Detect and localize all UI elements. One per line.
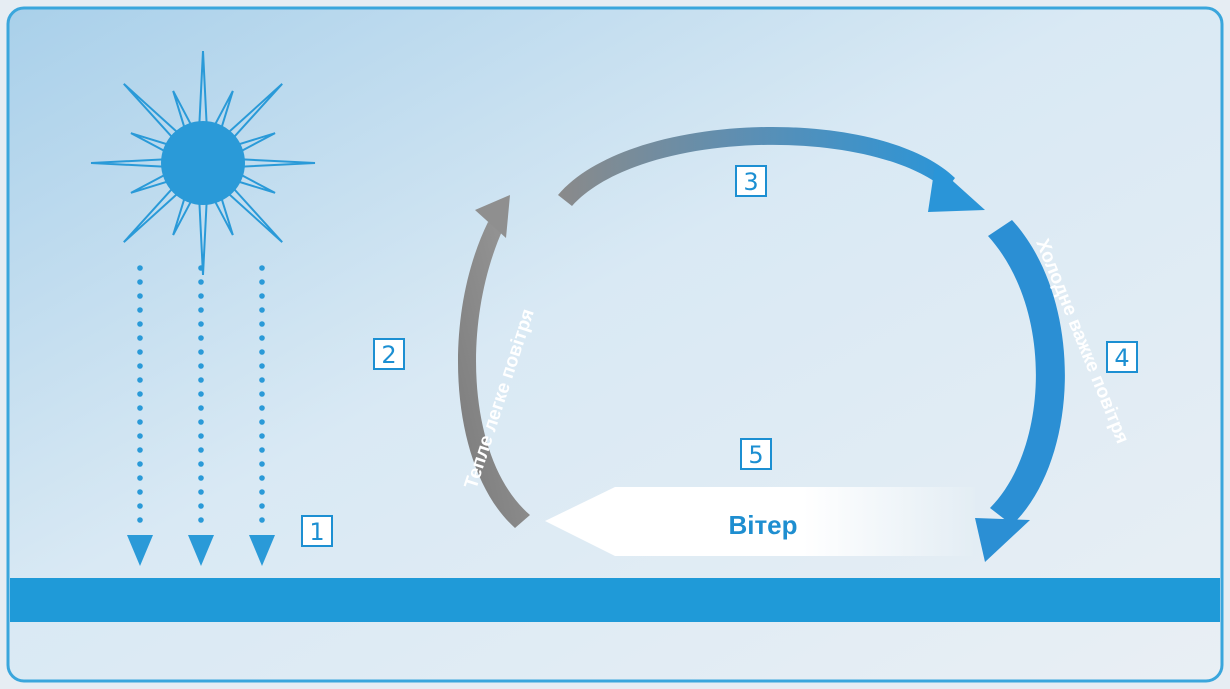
warm-air-arrow [457,195,530,528]
ray-dot [259,475,265,481]
ray-dot [259,433,265,439]
ray-dot [137,447,143,453]
ray-dot [137,503,143,509]
ray-dot [259,335,265,341]
ray-dot [137,293,143,299]
ray-dot [137,517,143,523]
step-label-1: 1 [301,515,333,547]
ray-dot [198,363,204,369]
ray-dot [198,419,204,425]
svg-text:4: 4 [1114,344,1129,372]
top-arc-arrow [558,126,985,212]
ray-dot [137,363,143,369]
ray-dot [137,321,143,327]
ray-dot [137,377,143,383]
ray-dot [259,321,265,327]
ray-dot [259,461,265,467]
ray-dot [137,307,143,313]
ray-dot [259,419,265,425]
ray-dot [198,475,204,481]
wind-label: Вітер [728,510,797,540]
ray-dot [259,489,265,495]
svg-text:3: 3 [743,168,758,196]
ray-dot [198,293,204,299]
ray-dot [137,489,143,495]
ray-dot [137,433,143,439]
wind-arrow-icon [545,487,975,556]
ray-dot [198,349,204,355]
ray-dot [198,503,204,509]
step-label-2: 2 [373,338,405,370]
ray-dot [259,279,265,285]
svg-text:2: 2 [381,341,396,369]
sun-ray-arrows [127,265,275,566]
ray-dot [137,279,143,285]
ray-dot [198,377,204,383]
ray-dot [137,265,143,271]
ray-dot [137,461,143,467]
ray-dot [259,503,265,509]
ray-dot [259,349,265,355]
ray-dot [137,405,143,411]
ray-dot [198,279,204,285]
ray-dot [137,349,143,355]
ray-dot [137,419,143,425]
ray-dot [259,363,265,369]
ray-dot [198,321,204,327]
svg-text:5: 5 [748,441,763,469]
sun-icon [90,50,316,276]
ray-dot [259,391,265,397]
ray-dot [198,489,204,495]
ray-dot [137,391,143,397]
sun-ray-arrow-icon [188,535,214,566]
step-label-4: 4 [1106,341,1138,373]
step-label-5: 5 [740,438,772,470]
ray-dot [198,391,204,397]
ray-dot [198,447,204,453]
ray-dot [259,405,265,411]
sun-core [161,121,245,205]
step-label-3: 3 [735,165,767,197]
ray-dot [259,447,265,453]
ray-dot [198,461,204,467]
ray-dot [259,377,265,383]
ray-dot [259,307,265,313]
ray-dot [198,335,204,341]
ray-dot [259,293,265,299]
cold-air-arrow [975,220,1065,562]
ray-dot [198,307,204,313]
svg-text:1: 1 [309,518,324,546]
ray-dot [137,475,143,481]
ray-dot [198,433,204,439]
ray-dot [259,517,265,523]
ground-stripe [10,578,1220,622]
ray-dot [198,265,204,271]
ray-dot [198,405,204,411]
sun-ray-arrow-icon [249,535,275,566]
sun-ray-arrow-icon [127,535,153,566]
ray-dot [137,335,143,341]
ray-dot [198,517,204,523]
ray-dot [259,265,265,271]
